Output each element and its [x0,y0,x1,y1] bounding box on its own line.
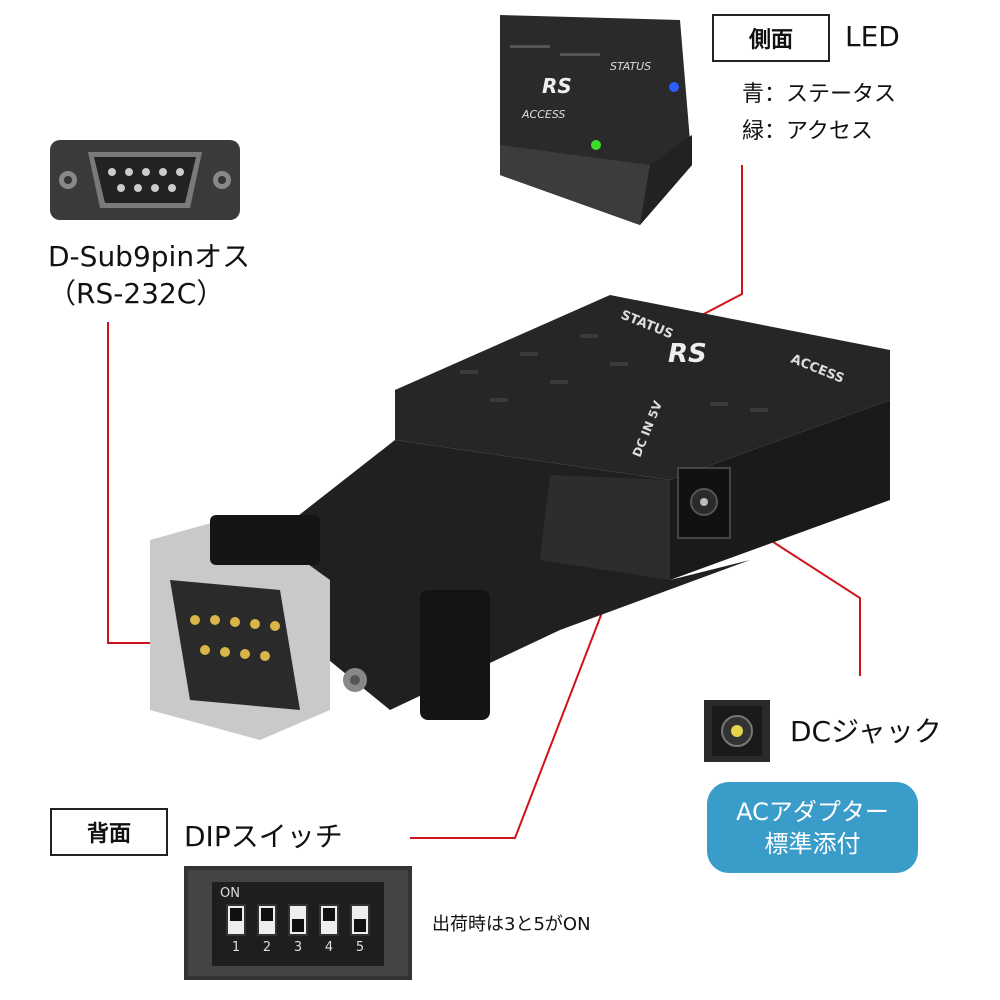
dip-title: DIPスイッチ [184,820,343,853]
dsub-connector-icon [50,140,240,220]
led-green-icon [591,140,601,150]
dip-number-1: 1 [231,940,241,955]
dip-number-2: 2 [262,940,272,955]
led-blue-text: 青：ステータス [742,82,897,107]
dc-jack-label: DCジャック [790,715,942,748]
dip-switch-2[interactable] [257,904,277,936]
dip-knob-1 [230,908,242,921]
back-tag: 背面 [50,808,168,856]
dip-knob-3 [292,919,304,932]
dip-inner: ON 1 2 3 4 5 [212,882,384,966]
dip-switch-panel: ON 1 2 3 4 5 [184,866,412,980]
dsub-label-line2: （RS-232C） [48,277,225,310]
side-led-photo: STATUS ACCESS RS [500,15,692,225]
dc-jack-icon [704,700,770,762]
led-title: LED [845,20,900,53]
device-logo: RS [668,339,707,369]
photo-access-text: ACCESS [521,108,565,121]
dip-switch-3[interactable] [288,904,308,936]
dip-number-5: 5 [355,940,365,955]
led-green-text: 緑：アクセス [742,119,873,144]
side-tag: 側面 [712,14,830,62]
leader-dip [410,609,604,839]
dsub-label-line1: D-Sub9pinオス [48,240,251,273]
dip-knob-5 [354,919,366,932]
dip-knob-2 [261,908,273,921]
ac-adapter-line1: ACアダプター [736,797,889,826]
ac-adapter-badge: ACアダプター 標準添付 [707,782,918,873]
dip-on-label: ON [220,886,240,901]
dip-switch-4[interactable] [319,904,339,936]
device-illustration: STATUS ACCESS RS DC IN 5V [150,295,890,740]
dip-number-4: 4 [324,940,334,955]
leader-dsub [107,322,170,644]
ac-adapter-line2: 標準添付 [764,829,861,858]
dip-knob-4 [323,908,335,921]
dip-number-3: 3 [293,940,303,955]
led-blue-icon [669,82,679,92]
photo-logo: RS [542,74,572,98]
photo-status-text: STATUS [610,60,651,73]
dip-note: 出荷時は3と5がON [432,914,591,935]
leader-led [699,165,743,317]
dip-switch-5[interactable] [350,904,370,936]
dip-switch-1[interactable] [226,904,246,936]
